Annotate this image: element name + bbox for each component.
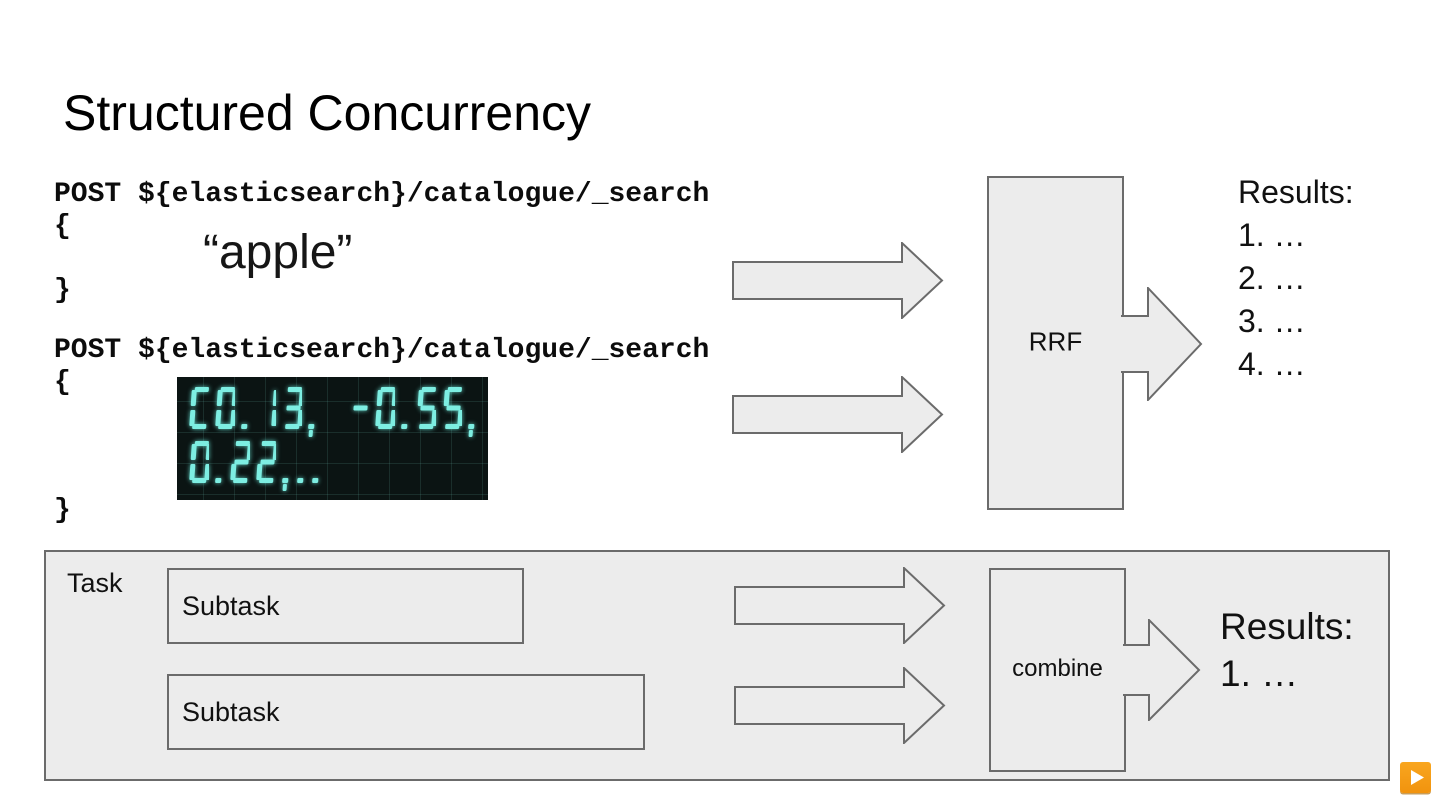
- subtask-label-2: Subtask: [182, 696, 280, 727]
- rrf-box: RRF: [987, 176, 1124, 510]
- arrow-right-icon-query1: [732, 242, 944, 319]
- subtask-label-1: Subtask: [182, 590, 280, 621]
- arrow-right-icon-subtask1: [734, 567, 946, 644]
- vector-display-line-2: [189, 441, 327, 495]
- results-list-top: Results: 1. … 2. … 3. … 4. …: [1238, 171, 1354, 386]
- task-box: Task Subtask Subtask combine Results: 1.…: [44, 550, 1390, 781]
- vector-embedding-display: [177, 377, 488, 500]
- results-bottom-item-1: 1. …: [1220, 653, 1299, 694]
- rrf-label: RRF: [1028, 326, 1083, 357]
- play-button[interactable]: [1400, 762, 1431, 793]
- results-bottom-title: Results:: [1220, 606, 1354, 647]
- slide-title: Structured Concurrency: [63, 85, 592, 141]
- play-icon: [1411, 770, 1424, 785]
- task-label: Task: [67, 568, 123, 598]
- rrf-output-arrow-icon: [1121, 287, 1203, 401]
- subtask-box-1: Subtask: [167, 568, 524, 644]
- search-request-1-code: POST ${elasticsearch}/catalogue/_search …: [54, 179, 710, 306]
- combine-output-arrow-icon: [1123, 619, 1201, 721]
- search-request-2-code: POST ${elasticsearch}/catalogue/_search …: [54, 335, 710, 526]
- vector-display-line-1: [189, 387, 483, 441]
- query-text-apple: “apple”: [203, 226, 353, 279]
- results-top-item-1: 1. …: [1238, 217, 1306, 253]
- results-top-item-3: 3. …: [1238, 303, 1306, 339]
- results-list-bottom: Results: 1. …: [1220, 603, 1354, 697]
- subtask-box-2: Subtask: [167, 674, 645, 750]
- combine-label: combine: [1012, 654, 1103, 682]
- results-top-item-4: 4. …: [1238, 346, 1306, 382]
- results-top-title: Results:: [1238, 174, 1354, 210]
- results-top-item-2: 2. …: [1238, 260, 1306, 296]
- combine-box: combine: [989, 568, 1126, 772]
- arrow-right-icon-subtask2: [734, 667, 946, 744]
- arrow-right-icon-query2: [732, 376, 944, 453]
